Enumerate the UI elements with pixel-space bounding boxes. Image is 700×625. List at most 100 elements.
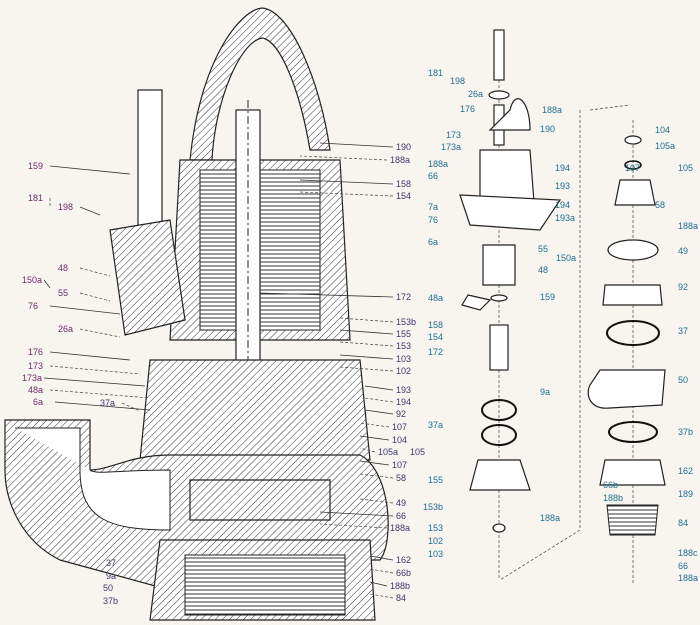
part-label: 188c	[678, 548, 698, 558]
part-label: 153b	[423, 502, 443, 512]
leader-line	[359, 498, 394, 504]
part-label: 155	[428, 475, 443, 485]
part-label: 105a	[378, 447, 398, 457]
part-label: 66	[428, 171, 438, 181]
leader-line	[121, 402, 141, 412]
part-label: 172	[428, 347, 443, 357]
part-label: 104	[655, 125, 670, 135]
leader-line	[49, 351, 131, 361]
leader-line	[49, 389, 151, 399]
part-label: 92	[396, 409, 406, 419]
leader-line	[359, 460, 390, 466]
volute-part	[587, 369, 666, 409]
leader-line	[369, 568, 394, 574]
part-label: 193a	[555, 213, 575, 223]
leader-line	[79, 206, 101, 216]
stator-part	[482, 244, 516, 286]
leader-line	[369, 555, 394, 561]
o-ring	[481, 399, 517, 421]
part-label: 189	[678, 489, 693, 499]
leader-line	[43, 279, 51, 289]
part-label: 103	[428, 549, 443, 559]
part-label: 50	[103, 583, 113, 593]
part-label: 190	[540, 124, 555, 134]
leader-line	[259, 292, 394, 298]
part-label: 92	[678, 282, 688, 292]
part-label: 193	[555, 181, 570, 191]
part-label: 194	[555, 200, 570, 210]
part-label: 188a	[678, 573, 698, 583]
mechanical-seal	[614, 179, 656, 206]
leader-line	[369, 593, 394, 599]
part-label: 198	[450, 76, 465, 86]
part-label: 173	[28, 361, 43, 371]
part-label: 104	[392, 435, 407, 445]
leader-line	[79, 267, 111, 277]
leader-line	[359, 447, 376, 453]
part-label: 181	[428, 68, 443, 78]
leader-line	[319, 523, 388, 529]
part-label: 188a	[542, 105, 562, 115]
part-label: 150a	[556, 253, 576, 263]
part-label: 105a	[655, 141, 675, 151]
part-label: 159	[540, 292, 555, 302]
cable-inlet	[109, 219, 186, 336]
part-label: 193	[396, 385, 411, 395]
part-label: 153	[428, 523, 443, 533]
part-label: 58	[655, 200, 665, 210]
part-label: 173a	[441, 142, 461, 152]
impeller	[189, 479, 331, 521]
part-label: 6a	[428, 237, 438, 247]
leader-line	[319, 142, 394, 148]
part-label: 158	[396, 179, 411, 189]
part-label: 102	[396, 366, 411, 376]
leader-line	[364, 409, 394, 415]
leader-line	[49, 305, 121, 315]
leader-line	[299, 155, 388, 161]
leader-line	[79, 292, 111, 302]
leader-line	[369, 581, 388, 587]
base-plate	[599, 459, 666, 486]
exploded-view	[459, 29, 666, 585]
handle	[189, 7, 331, 161]
leader-line	[339, 317, 394, 323]
part-label: 190	[396, 142, 411, 152]
part-label: 76	[28, 301, 38, 311]
section-view	[4, 7, 389, 621]
part-label: 194	[396, 397, 411, 407]
part-label: 105	[678, 163, 693, 173]
part-label: 9a	[540, 387, 550, 397]
leader-line	[339, 329, 394, 335]
part-label: 102	[428, 536, 443, 546]
part-label: 162	[678, 466, 693, 476]
part-label: 48a	[28, 385, 43, 395]
strainer-slots	[184, 554, 346, 616]
leader-line	[299, 179, 394, 185]
part-label: 162	[396, 555, 411, 565]
part-label: 50	[678, 375, 688, 385]
wear-ring	[602, 284, 663, 306]
part-label: 154	[428, 332, 443, 342]
part-label: 58	[396, 473, 406, 483]
part-label: 181	[28, 193, 43, 203]
cable-gland	[493, 29, 505, 81]
part-label: 6a	[33, 397, 43, 407]
part-label: 26a	[58, 324, 73, 334]
leader-line	[339, 354, 394, 360]
part-label: 107	[392, 422, 407, 432]
part-label: 188b	[390, 581, 410, 591]
part-label: 155	[396, 329, 411, 339]
part-label: 26a	[468, 89, 483, 99]
part-label: 9a	[106, 571, 116, 581]
part-label: 107	[625, 163, 640, 173]
part-label: 48a	[428, 293, 443, 303]
leader-line	[364, 385, 394, 391]
part-label: 84	[678, 518, 688, 528]
part-label: 188a	[390, 523, 410, 533]
seal-plate	[469, 459, 531, 491]
part-label: 49	[396, 498, 406, 508]
part-label: 188a	[678, 221, 698, 231]
part-label: 48	[538, 265, 548, 275]
part-label: 37	[678, 326, 688, 336]
